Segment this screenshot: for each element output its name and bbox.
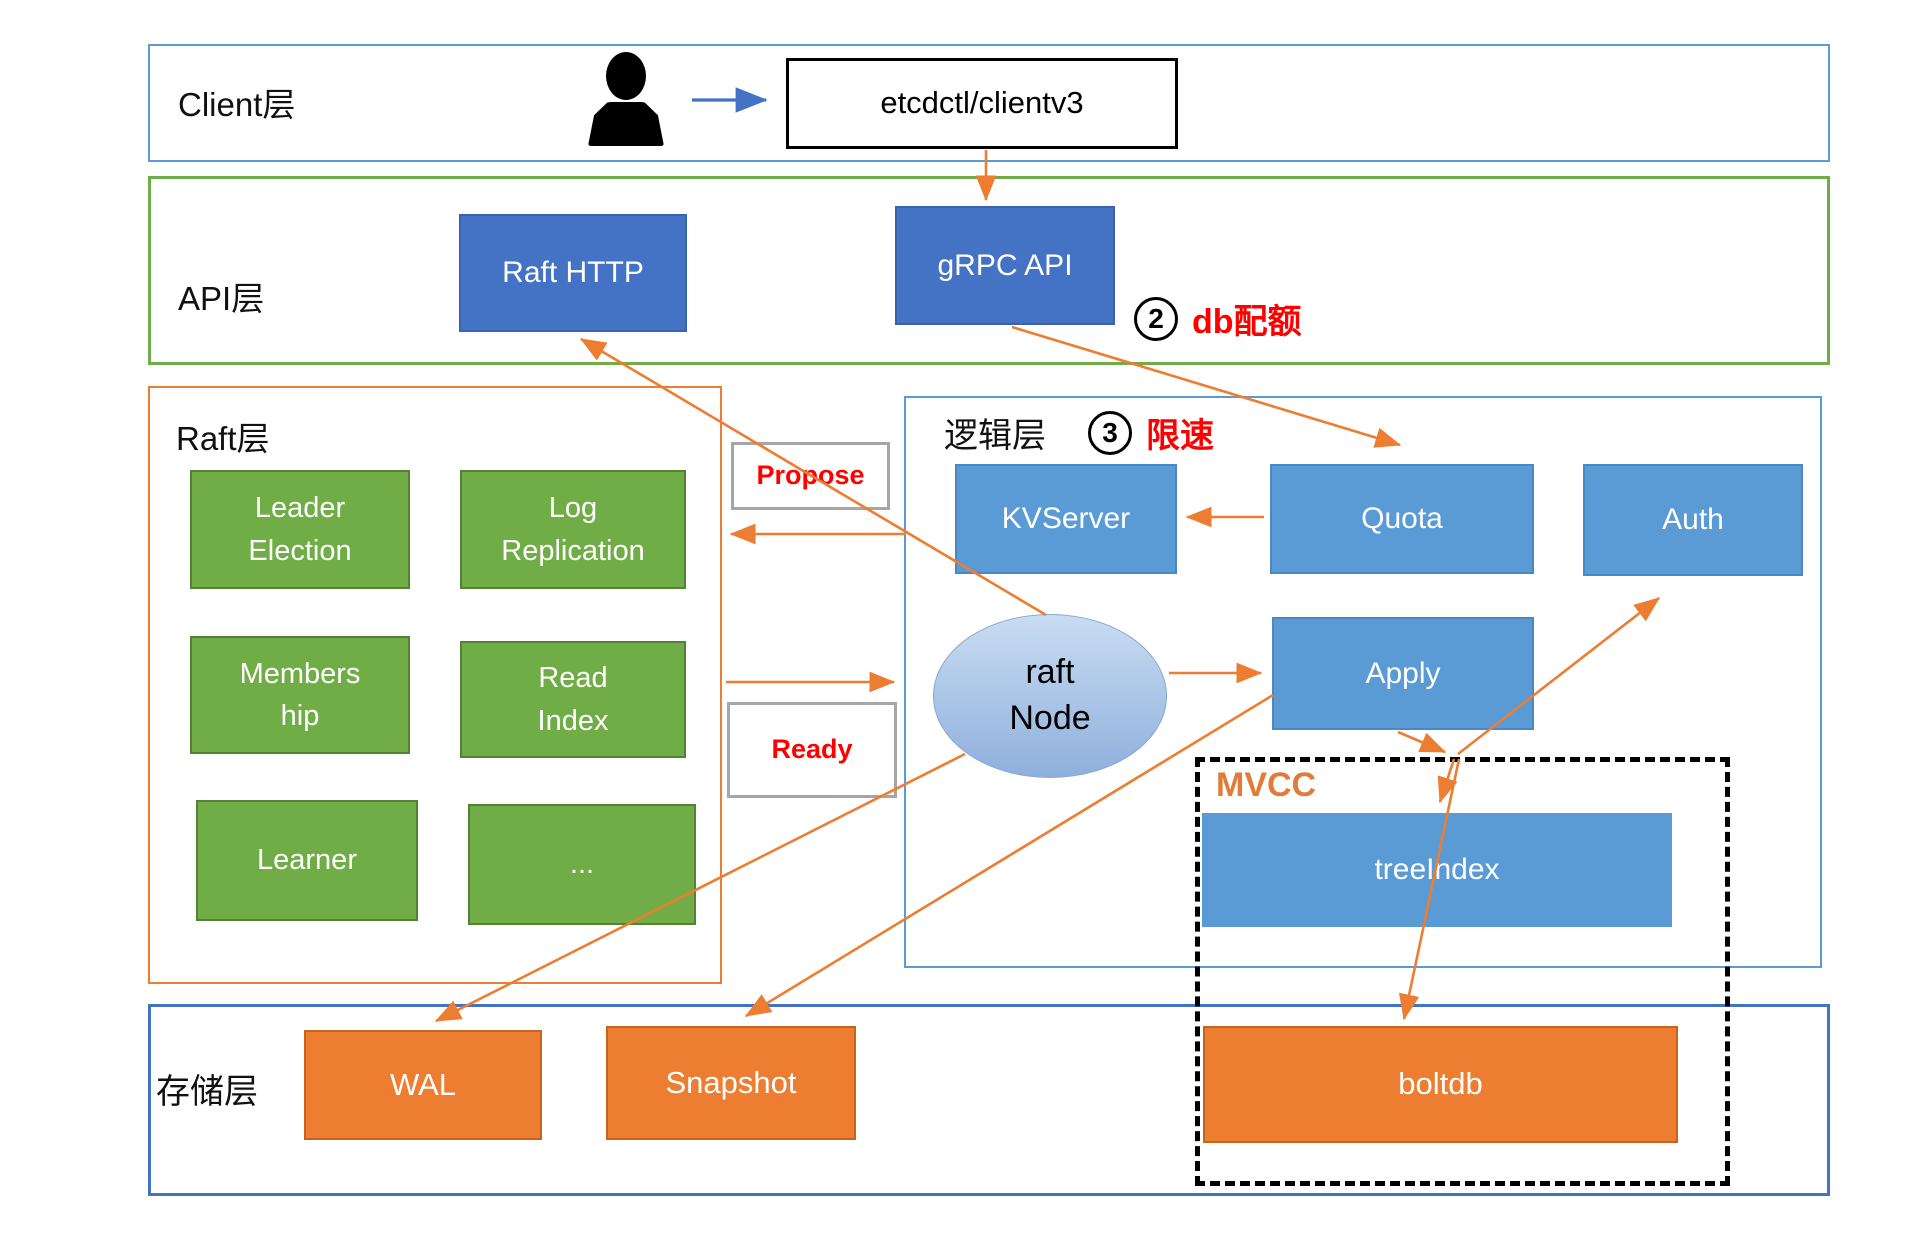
boltdb-node: boltdb — [1203, 1026, 1678, 1143]
quota-node: Quota — [1270, 464, 1534, 574]
user-head-icon — [606, 52, 646, 100]
logic-layer-label: 逻辑层 — [944, 417, 1046, 455]
wal-node: WAL — [304, 1030, 542, 1140]
auth-node: Auth — [1583, 464, 1803, 576]
user-icon — [588, 52, 664, 146]
more-modules-node: ... — [468, 804, 696, 925]
rate-limit-note: 限速 — [1146, 417, 1214, 455]
circled-2-icon: 2 — [1134, 296, 1178, 341]
learner-node: Learner — [196, 800, 418, 921]
raft-http-node: Raft HTTP — [459, 214, 687, 332]
api-layer-label: API层 — [178, 280, 265, 317]
mvcc-dashed-box: MVCC — [1195, 757, 1730, 1186]
client-layer-label: Client层 — [178, 86, 296, 123]
client-layer-box — [148, 44, 1830, 162]
log-replication-node: Log Replication — [460, 470, 686, 589]
snapshot-node: Snapshot — [606, 1026, 856, 1140]
ready-label-box: Ready — [727, 702, 897, 798]
raft-layer-box — [148, 386, 722, 984]
propose-label-box: Propose — [731, 442, 890, 510]
raft-layer-label: Raft层 — [176, 420, 270, 457]
leader-election-node: Leader Election — [190, 470, 410, 589]
db-quota-annotation: 2 db配额 — [1134, 294, 1302, 343]
apply-node: Apply — [1272, 617, 1534, 730]
user-body-icon — [588, 102, 664, 146]
read-index-node: Read Index — [460, 641, 686, 758]
etcdctl-clientv3-node: etcdctl/clientv3 — [786, 58, 1178, 149]
membership-node: Members hip — [190, 636, 410, 754]
storage-layer-label: 存储层 — [156, 1073, 258, 1111]
db-quota-note: db配额 — [1192, 303, 1302, 341]
circled-3-icon: 3 — [1088, 410, 1132, 455]
raft-node-ellipse: raft Node — [933, 614, 1167, 778]
kvserver-node: KVServer — [955, 464, 1177, 574]
mvcc-label: MVCC — [1216, 766, 1317, 804]
logic-layer-title: 逻辑层 3 限速 — [944, 408, 1214, 457]
grpc-api-node: gRPC API — [895, 206, 1115, 325]
